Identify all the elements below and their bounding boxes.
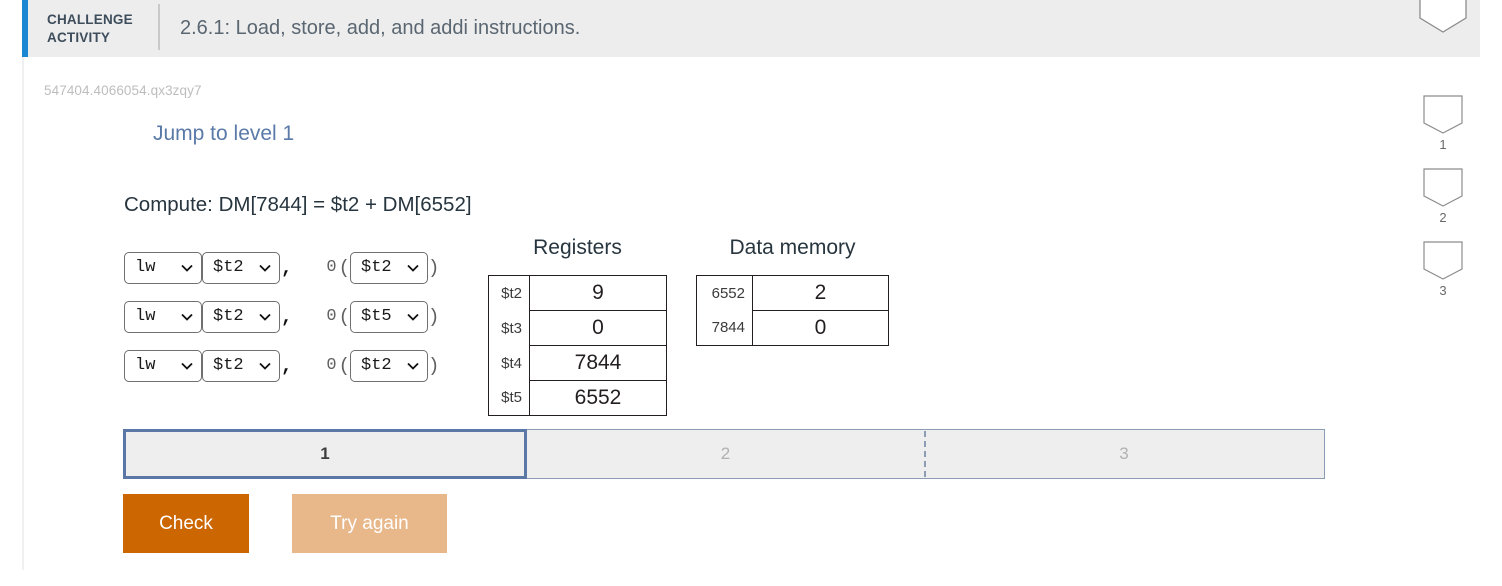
rail-number-3: 3 [1439,283,1447,298]
registers-table: $t2 9 $t3 0 $t4 7844 $t5 6552 [488,275,667,416]
rd-value-2: $t2 [213,307,244,326]
comma-separator-1: , [281,256,293,279]
opcode-select-1[interactable]: lw [124,251,202,284]
open-paren-1: ( [338,256,351,279]
problem-prompt: Compute: DM[7844] = $t2 + DM[6552] [124,193,472,216]
level-rail: 1 2 3 [1419,95,1467,314]
table-row: 6552 2 [697,275,889,311]
register-label: $t3 [501,319,522,337]
badge-line-2: ACTIVITY [47,29,111,45]
open-paren-2: ( [338,305,351,328]
rs-value-3: $t2 [361,356,392,375]
table-row: $t3 0 [489,310,667,346]
rail-item-3[interactable]: 3 [1419,241,1467,298]
register-label: $t2 [501,284,522,302]
register-value: 0 [529,310,667,346]
rail-item-2[interactable]: 2 [1419,168,1467,225]
rs-select-2[interactable]: $t5 [350,300,429,333]
page-title: 2.6.1: Load, store, add, and addi instru… [180,17,581,39]
try-again-button[interactable]: Try again [292,494,447,553]
rd-select-3[interactable]: $t2 [202,349,280,382]
chevron-down-icon [259,313,271,321]
instruction-row: lw $t2 , 0 ( $t5 ) [124,292,439,341]
chevron-down-icon [259,264,271,272]
rd-select-1[interactable]: $t2 [202,251,280,284]
instruction-row: lw $t2 , 0 ( $t2 ) [124,341,439,390]
rd-value-1: $t2 [213,258,244,277]
progress-segment-3[interactable]: 3 [924,429,1325,479]
header-divider [158,4,160,50]
table-row: 7844 0 [697,310,889,346]
rd-value-3: $t2 [213,356,244,375]
table-row: $t2 9 [489,275,667,311]
rail-number-1: 1 [1439,137,1447,152]
rd-select-2[interactable]: $t2 [202,300,280,333]
shield-icon [1423,95,1463,134]
data-memory-table: 6552 2 7844 0 [696,275,889,346]
instruction-editor: lw $t2 , 0 ( $t2 ) lw $t2 [124,243,439,390]
chevron-down-icon [181,313,193,321]
opcode-select-2[interactable]: lw [124,300,202,333]
registers-panel: Registers $t2 9 $t3 0 $t4 7844 $t5 6552 [488,236,667,416]
rs-value-2: $t5 [361,307,392,326]
offset-value-2: 0 [326,307,337,326]
rail-number-2: 2 [1439,210,1447,225]
registers-title: Registers [533,236,622,259]
header-shield-icon [1419,0,1467,34]
table-row: $t4 7844 [489,345,667,381]
progress-segment-1[interactable]: 1 [123,429,527,479]
instruction-row: lw $t2 , 0 ( $t2 ) [124,243,439,292]
check-button[interactable]: Check [123,494,249,553]
activity-id-label: 547404.4066054.qx3zqy7 [44,83,202,98]
level-progress-bar: 2 3 1 [123,429,1325,479]
memory-address: 7844 [711,319,745,337]
rs-select-3[interactable]: $t2 [350,349,429,382]
jump-to-level-link[interactable]: Jump to level 1 [153,122,295,145]
memory-address: 6552 [711,284,745,302]
challenge-activity-badge: CHALLENGE ACTIVITY [47,0,147,57]
progress-divider [924,431,926,477]
comma-separator-3: , [281,354,293,377]
register-value: 7844 [529,345,667,381]
opcode-value-3: lw [135,356,156,375]
table-row: $t5 6552 [489,380,667,416]
memory-value: 2 [752,275,889,311]
chevron-down-icon [407,362,419,370]
close-paren-1: ) [428,256,440,279]
header-accent-bar [22,0,28,57]
offset-value-3: 0 [326,356,337,375]
chevron-down-icon [259,362,271,370]
chevron-down-icon [181,362,193,370]
open-paren-3: ( [338,354,351,377]
data-memory-panel: Data memory 6552 2 7844 0 [696,236,889,346]
comma-separator-2: , [281,305,293,328]
close-paren-2: ) [428,305,440,328]
register-value: 6552 [529,380,667,416]
opcode-value-1: lw [135,258,156,277]
chevron-down-icon [181,264,193,272]
offset-value-1: 0 [326,258,337,277]
register-label: $t5 [501,389,522,407]
rs-value-1: $t2 [361,258,392,277]
register-label: $t4 [501,354,522,372]
activity-header [22,0,1480,57]
badge-line-1: CHALLENGE [47,11,133,27]
opcode-select-3[interactable]: lw [124,349,202,382]
chevron-down-icon [407,313,419,321]
rail-item-1[interactable]: 1 [1419,95,1467,152]
chevron-down-icon [407,264,419,272]
shield-icon [1423,241,1463,280]
opcode-value-2: lw [135,307,156,326]
data-memory-title: Data memory [729,236,856,259]
progress-segment-2[interactable]: 2 [527,429,924,479]
shield-icon [1423,168,1463,207]
register-value: 9 [529,275,667,311]
close-paren-3: ) [428,354,440,377]
memory-value: 0 [752,310,889,346]
rs-select-1[interactable]: $t2 [350,251,429,284]
